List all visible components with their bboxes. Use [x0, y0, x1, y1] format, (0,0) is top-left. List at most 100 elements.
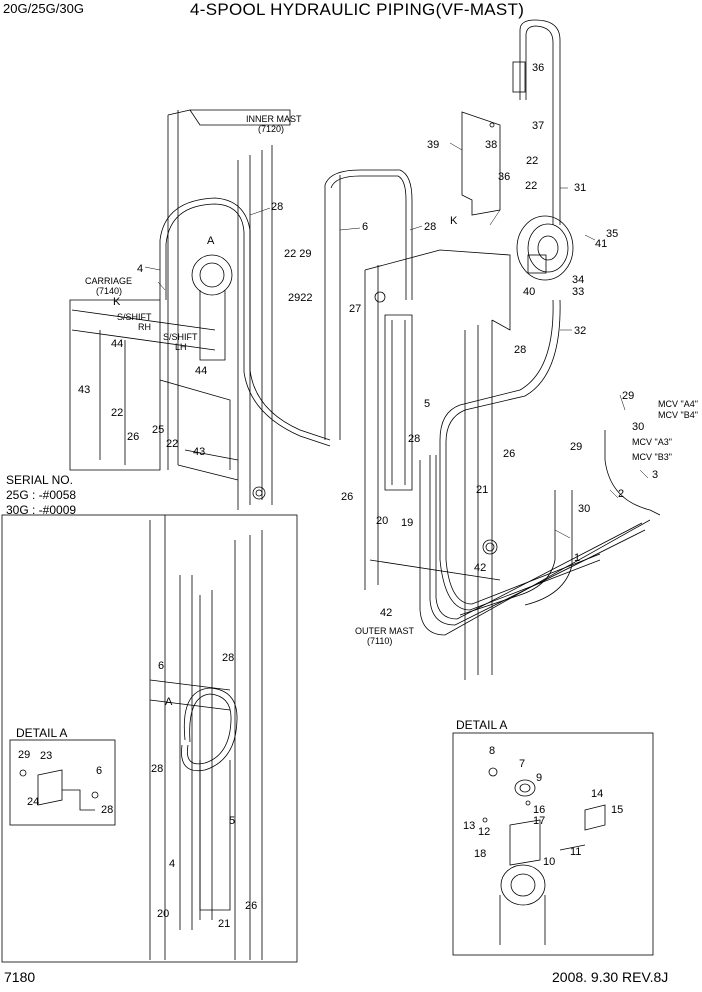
- serial-heading: SERIAL NO.: [6, 473, 73, 487]
- label-lh: LH: [175, 342, 187, 352]
- part-4: 4: [137, 263, 143, 275]
- serial-line-25g: 25G : -#0058: [6, 488, 77, 502]
- part-30-a: 28: [271, 201, 283, 213]
- part-26-carriage: 22: [111, 407, 123, 419]
- part-29-22: 2922: [288, 292, 312, 304]
- page-title: 4-SPOOL HYDRAULIC PIPING(VF-MAST): [190, 0, 525, 19]
- detail-right-part-17: 17: [533, 815, 545, 827]
- part-30-c: 28: [514, 344, 526, 356]
- label-carriage-k: K: [113, 296, 121, 308]
- label-carriage-code: (7140): [96, 286, 122, 296]
- label-detail-a-right: DETAIL A: [456, 718, 507, 732]
- label-outer-mast: OUTER MAST: [355, 626, 415, 636]
- part-36: 34: [572, 274, 584, 286]
- part-33: 31: [574, 182, 586, 194]
- model-label: 20G/25G/30G: [3, 1, 84, 16]
- serial-note: SERIAL NO. 25G : -#0058 30G : -#0009: [6, 473, 76, 518]
- part-1: 1: [574, 552, 580, 564]
- part-31-b: 29: [570, 441, 582, 453]
- serial-line-30g: 30G : -#0009: [6, 503, 77, 517]
- inner-mast: [167, 109, 291, 510]
- part-25: 25: [152, 424, 164, 436]
- date-revision: 2008. 9.30 REV.8J: [552, 969, 669, 985]
- detail-a-right-parts: [482, 767, 606, 945]
- main-piping: [419, 299, 661, 636]
- serial-panel-frame: [1, 514, 298, 963]
- detail-right-part-10: 10: [543, 856, 555, 868]
- part-26-lower: 22: [525, 180, 537, 192]
- part-38-b: 36: [498, 171, 510, 183]
- detail-a-left-parts: [19, 769, 99, 811]
- label-sshift-lh-1: S/SHIFT: [163, 332, 198, 342]
- detail-a-left-frame: [9, 739, 116, 826]
- part-38-a: 36: [532, 62, 544, 74]
- part-30-lower-a: 28: [222, 652, 234, 664]
- label-detail-a-left: DETAIL A: [16, 726, 67, 740]
- detail-right-part-15: 15: [611, 804, 623, 816]
- part-20-lower: 20: [157, 908, 169, 920]
- part-19: 19: [401, 517, 413, 529]
- label-mcv-b3: MCV "B3": [632, 452, 672, 462]
- detail-left-part-6: 6: [96, 765, 102, 777]
- label-mcv-a4: MCV "A4": [658, 399, 698, 409]
- part-102-b: 44: [195, 365, 207, 377]
- hose-reel: [512, 19, 574, 281]
- part-41: 39: [427, 139, 439, 151]
- part-39: 37: [532, 120, 544, 132]
- part-26-carriage-b: 22: [166, 438, 178, 450]
- label-carriage: CARRIAGE: [85, 276, 132, 286]
- part-4-lower: 4: [169, 858, 175, 870]
- detail-right-part-18: 18: [474, 848, 486, 860]
- detail-right-part-12: 12: [478, 826, 490, 838]
- part-30-b: 28: [424, 221, 436, 233]
- label-sshift-rh-1: S/SHIFT: [117, 312, 152, 322]
- part-6: 6: [362, 221, 368, 233]
- part-102-a: 44: [111, 338, 123, 350]
- part-6-lower: 6: [158, 660, 164, 672]
- part-32-b: 30: [578, 503, 590, 515]
- part-35: 33: [572, 286, 584, 298]
- part-27-b: 26: [341, 491, 353, 503]
- leader-lines: [144, 142, 649, 539]
- lower-mast: [149, 515, 263, 960]
- part-21: 21: [476, 484, 488, 496]
- part-26-upper: 22: [526, 155, 538, 167]
- detail-left-part-24: 24: [27, 796, 39, 808]
- part-27: 26: [503, 448, 515, 460]
- label-detail-ref-a: A: [207, 235, 215, 247]
- label-k-bracket: K: [450, 215, 458, 227]
- part-44-b: 42: [380, 607, 392, 619]
- part-27-c: 26: [127, 431, 139, 443]
- detail-right-part-8: 8: [489, 745, 495, 757]
- label-mcv-a3: MCV "A3": [632, 437, 672, 447]
- part-3: 3: [652, 469, 658, 481]
- detail-right-part-7: 7: [519, 758, 525, 770]
- inner-hoses: [159, 169, 413, 447]
- detail-right-part-16: 16: [533, 804, 545, 816]
- part-32-a: 30: [632, 421, 644, 433]
- part-22-29: 22 29: [284, 248, 312, 260]
- part-43: 41: [595, 238, 607, 250]
- part-101-b: 43: [193, 446, 205, 458]
- detail-left-part-29: 29: [18, 749, 30, 761]
- detail-a-right-frame: [452, 732, 654, 956]
- part-30-lower-b: 28: [151, 763, 163, 775]
- detail-right-part-11: 11: [570, 846, 581, 858]
- detail-right-part-14: 14: [591, 788, 603, 800]
- part-40: 38: [485, 139, 497, 151]
- part-37: 35: [606, 228, 618, 240]
- cylinder-block: [384, 314, 413, 491]
- label-rh: RH: [138, 322, 151, 332]
- label-mcv-b4: MCV "B4": [658, 410, 698, 420]
- part-30-d: 28: [408, 433, 420, 445]
- label-inner-mast: INNER MAST: [246, 114, 302, 124]
- label-inner-mast-code: (7120): [258, 124, 284, 134]
- part-42: 40: [523, 286, 535, 298]
- carriage: [69, 299, 231, 471]
- detail-right-part-9: 9: [536, 772, 542, 784]
- part-31-a: 29: [622, 390, 634, 402]
- detail-left-part-28: 28: [101, 804, 113, 816]
- part-2: 2: [618, 488, 624, 500]
- part-101-a: 43: [78, 384, 90, 396]
- part-27-lower: 26: [245, 900, 257, 912]
